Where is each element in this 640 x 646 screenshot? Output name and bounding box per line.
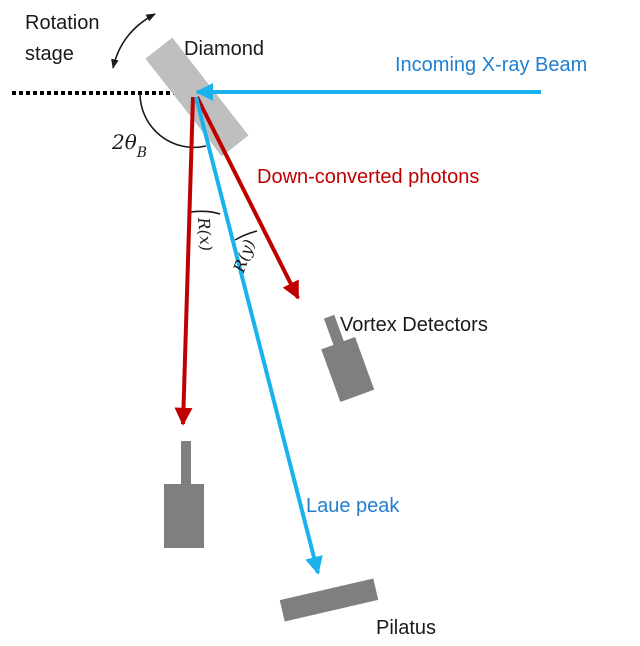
- rotation-stage-label-line2: stage: [25, 43, 74, 65]
- pilatus-label: Pilatus: [376, 617, 436, 639]
- vortex-detector: [321, 314, 375, 402]
- rotation-stage-label-line1: Rotation: [25, 12, 100, 34]
- laue-peak-label: Laue peak: [306, 495, 400, 517]
- rotation-arrow-icon: [111, 13, 156, 69]
- down-converted-beam-left: [174, 96, 195, 426]
- pilatus-detector: [279, 578, 379, 622]
- incoming-beam-label: Incoming X-ray Beam: [395, 54, 587, 76]
- down-converted-label: Down-converted photons: [257, 166, 479, 188]
- two-theta-subscript: B: [136, 145, 147, 161]
- r-x-arc: [190, 210, 221, 215]
- r-y-arc: [234, 230, 258, 241]
- r-x-label: R(x): [194, 216, 216, 252]
- down-converted-beam-right: [195, 96, 300, 300]
- diamond-label: Diamond: [184, 38, 264, 60]
- vortex-detectors-label: Vortex Detectors: [340, 314, 488, 336]
- two-theta-arc: [139, 92, 207, 149]
- two-theta-label: 2θB: [111, 130, 147, 161]
- laue-peak-beam: [194, 96, 323, 575]
- detector-left: [164, 441, 204, 548]
- two-theta-symbol: 2θ: [111, 130, 137, 154]
